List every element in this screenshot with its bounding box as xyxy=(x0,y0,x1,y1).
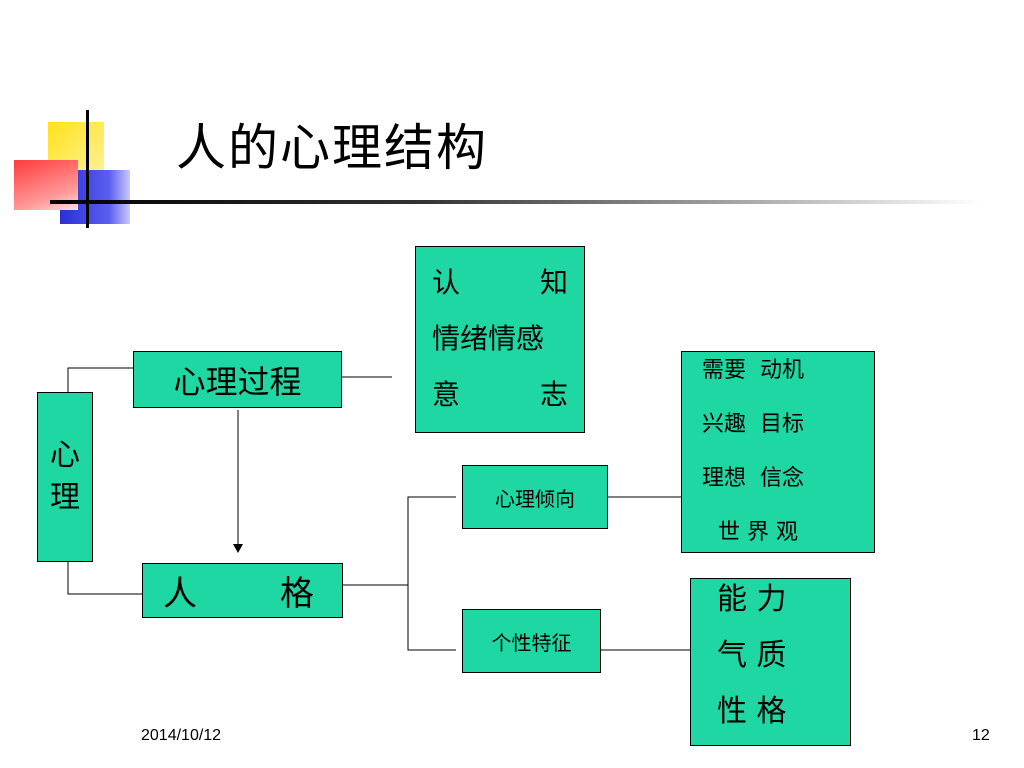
trait-item-temperament: 气 质 xyxy=(717,638,787,673)
node-trait-items: 能 力 气 质 性 格 xyxy=(690,578,851,746)
trait-item-character: 性 格 xyxy=(717,694,787,729)
process-item-cognition-b: 知 xyxy=(539,266,568,299)
process-item-emotion: 情绪情感 xyxy=(432,322,545,355)
node-tendency-label: 心理倾向 xyxy=(495,486,575,511)
process-item-row-1: 认 知 xyxy=(432,261,568,317)
tendency-item-4: 世 界 观 xyxy=(718,520,798,545)
slide-title: 人的心理结构 xyxy=(176,119,488,177)
bracket-xinli-top xyxy=(67,367,134,392)
node-xinli-char-1: 心 xyxy=(50,438,80,473)
process-item-will-a: 意 xyxy=(432,378,461,411)
bracket-xinli-bottom xyxy=(67,562,142,595)
footer-date: 2014/10/12 xyxy=(141,727,222,744)
node-renge-char-2: 格 xyxy=(280,574,314,614)
trait-item-ability: 能 力 xyxy=(717,582,787,617)
branch-bracket xyxy=(407,496,456,651)
node-renge: 人 格 xyxy=(142,563,343,618)
process-item-cognition-a: 认 xyxy=(432,266,461,299)
title-underline xyxy=(50,200,980,204)
node-xinli-char-2: 理 xyxy=(50,480,80,515)
tendency-item-2: 兴趣 目标 xyxy=(702,412,804,437)
node-tendency-items: 需要 动机 兴趣 目标 理想 信念 世 界 观 xyxy=(681,351,875,553)
decor-vertical-line xyxy=(86,110,89,228)
tendency-item-1: 需要 动机 xyxy=(702,358,804,383)
node-process-items: 认 知 情绪情感 意 志 xyxy=(415,246,585,433)
footer-page-number: 12 xyxy=(972,727,990,744)
node-trait-label: 个性特征 xyxy=(491,630,572,655)
arrow-head xyxy=(233,544,243,553)
tendency-item-3: 理想 信念 xyxy=(702,466,804,491)
node-process: 心理过程 xyxy=(133,351,342,408)
node-trait: 个性特征 xyxy=(462,609,601,673)
node-process-label: 心理过程 xyxy=(173,362,302,401)
process-item-will-b: 志 xyxy=(539,378,568,411)
node-xinli: 心 理 xyxy=(37,392,93,562)
node-tendency: 心理倾向 xyxy=(462,465,608,529)
process-item-row-3: 意 志 xyxy=(432,373,568,429)
node-renge-char-1: 人 xyxy=(163,574,197,614)
process-item-row-2: 情绪情感 xyxy=(432,317,568,373)
